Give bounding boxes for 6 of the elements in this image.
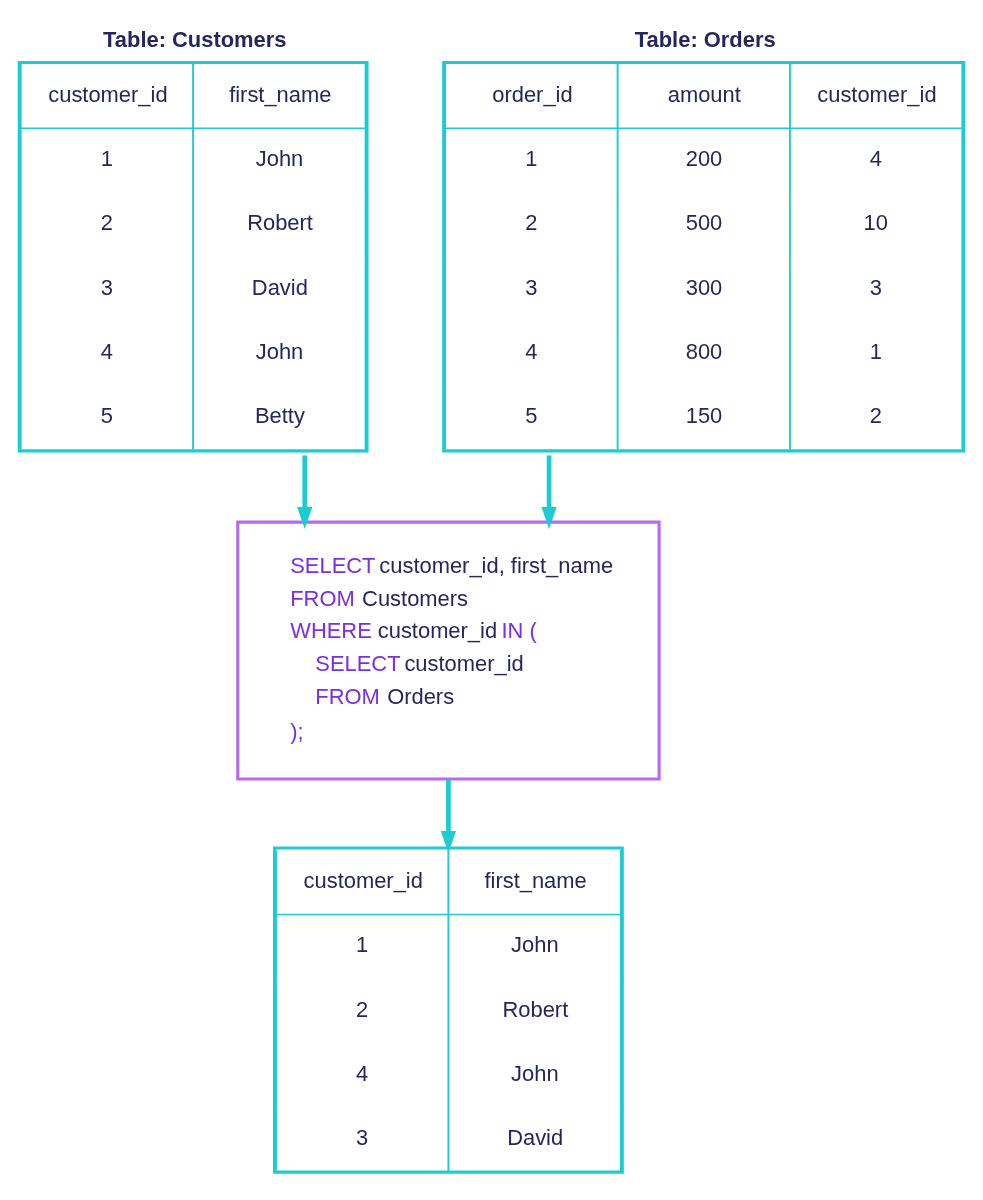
node-label: Table: Customers <box>103 26 287 52</box>
node-label: Table: Orders <box>634 26 776 52</box>
node-box: SELECT customer_id, first_name FROM Customers WHERE customer_id IN ( SELECT customer_id FROM Orders ); <box>236 520 661 781</box>
arrow <box>541 454 557 529</box>
arrow <box>297 454 313 529</box>
arrow <box>440 778 457 853</box>
